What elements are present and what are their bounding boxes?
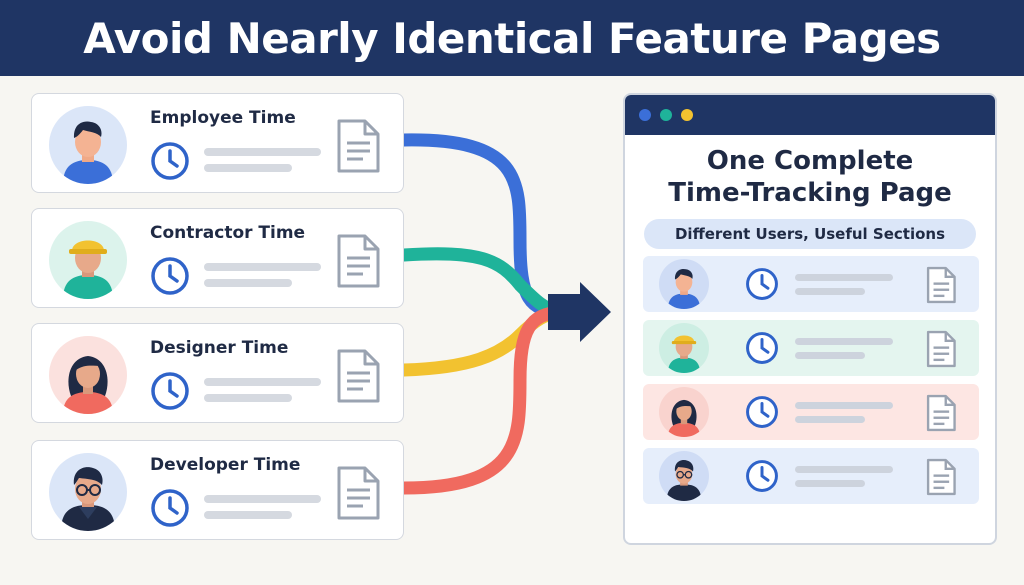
clock-icon xyxy=(746,268,778,300)
combined-page-title: One Complete Time-Tracking Page xyxy=(625,145,995,209)
document-icon xyxy=(337,234,380,288)
placeholder-line xyxy=(204,279,292,287)
contractor-avatar xyxy=(49,221,127,299)
placeholder-line xyxy=(204,378,321,386)
placeholder-line xyxy=(204,394,292,402)
placeholder-line xyxy=(204,511,292,519)
clock-icon xyxy=(746,460,778,492)
title-line-2: Time-Tracking Page xyxy=(668,178,952,208)
clock-icon xyxy=(151,489,189,527)
clock-icon xyxy=(746,396,778,428)
window-dot-icon xyxy=(660,109,672,121)
window-dot-icon xyxy=(639,109,651,121)
placeholder-line xyxy=(795,416,865,423)
document-icon xyxy=(926,266,956,304)
placeholder-line xyxy=(795,466,893,473)
section-row-designer[interactable] xyxy=(643,384,979,440)
feature-card-designer[interactable]: Designer Time xyxy=(31,323,404,423)
feature-card-developer[interactable]: Developer Time xyxy=(31,440,404,540)
document-icon xyxy=(926,394,956,432)
subtitle-pill: Different Users, Useful Sections xyxy=(644,219,976,249)
card-label: Developer Time xyxy=(150,455,301,475)
employee-avatar xyxy=(49,106,127,184)
connector-contractor xyxy=(397,247,567,319)
placeholder-line xyxy=(204,263,321,271)
placeholder-line xyxy=(795,480,865,487)
employee-avatar xyxy=(659,259,709,309)
placeholder-line xyxy=(795,402,893,409)
card-label: Employee Time xyxy=(150,108,296,128)
contractor-avatar xyxy=(659,323,709,373)
document-icon xyxy=(926,458,956,496)
placeholder-line xyxy=(795,274,893,281)
designer-avatar xyxy=(659,387,709,437)
feature-card-employee[interactable]: Employee Time xyxy=(31,93,404,193)
placeholder-line xyxy=(204,148,321,156)
document-icon xyxy=(337,349,380,403)
merge-arrow-icon xyxy=(548,282,611,342)
section-row-developer[interactable] xyxy=(643,448,979,504)
card-label: Designer Time xyxy=(150,338,289,358)
window-titlebar xyxy=(625,95,995,135)
document-icon xyxy=(926,330,956,368)
placeholder-line xyxy=(795,288,865,295)
section-row-employee[interactable] xyxy=(643,256,979,312)
placeholder-line xyxy=(204,495,321,503)
title-banner: Avoid Nearly Identical Feature Pages xyxy=(0,0,1024,76)
connector-employee xyxy=(397,133,567,319)
placeholder-line xyxy=(204,164,292,172)
clock-icon xyxy=(151,372,189,410)
feature-card-contractor[interactable]: Contractor Time xyxy=(31,208,404,308)
placeholder-line xyxy=(795,338,893,345)
card-label: Contractor Time xyxy=(150,223,306,243)
document-icon xyxy=(337,119,380,173)
page-title: Avoid Nearly Identical Feature Pages xyxy=(83,13,941,63)
clock-icon xyxy=(151,257,189,295)
connector-developer xyxy=(397,305,567,495)
section-row-contractor[interactable] xyxy=(643,320,979,376)
window-dot-icon xyxy=(681,109,693,121)
placeholder-line xyxy=(795,352,865,359)
designer-avatar xyxy=(49,336,127,414)
clock-icon xyxy=(746,332,778,364)
developer-avatar xyxy=(659,451,709,501)
document-icon xyxy=(337,466,380,520)
developer-avatar xyxy=(49,453,127,531)
combined-page-window: One Complete Time-Tracking Page Differen… xyxy=(623,93,997,545)
clock-icon xyxy=(151,142,189,180)
title-line-1: One Complete xyxy=(706,146,914,176)
